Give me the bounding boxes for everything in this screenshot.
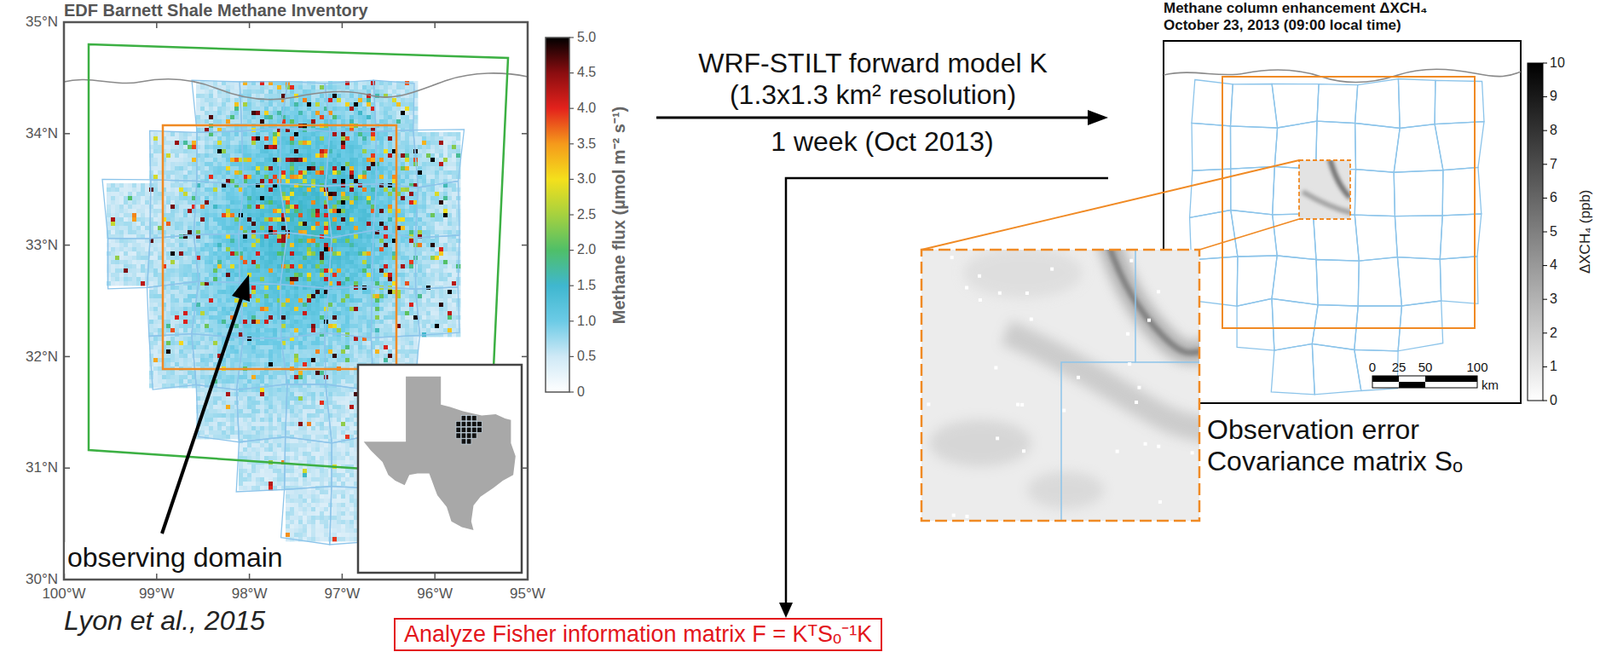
page: EDF Barnett Shale Methane InventoryMetha… (0, 0, 1600, 652)
